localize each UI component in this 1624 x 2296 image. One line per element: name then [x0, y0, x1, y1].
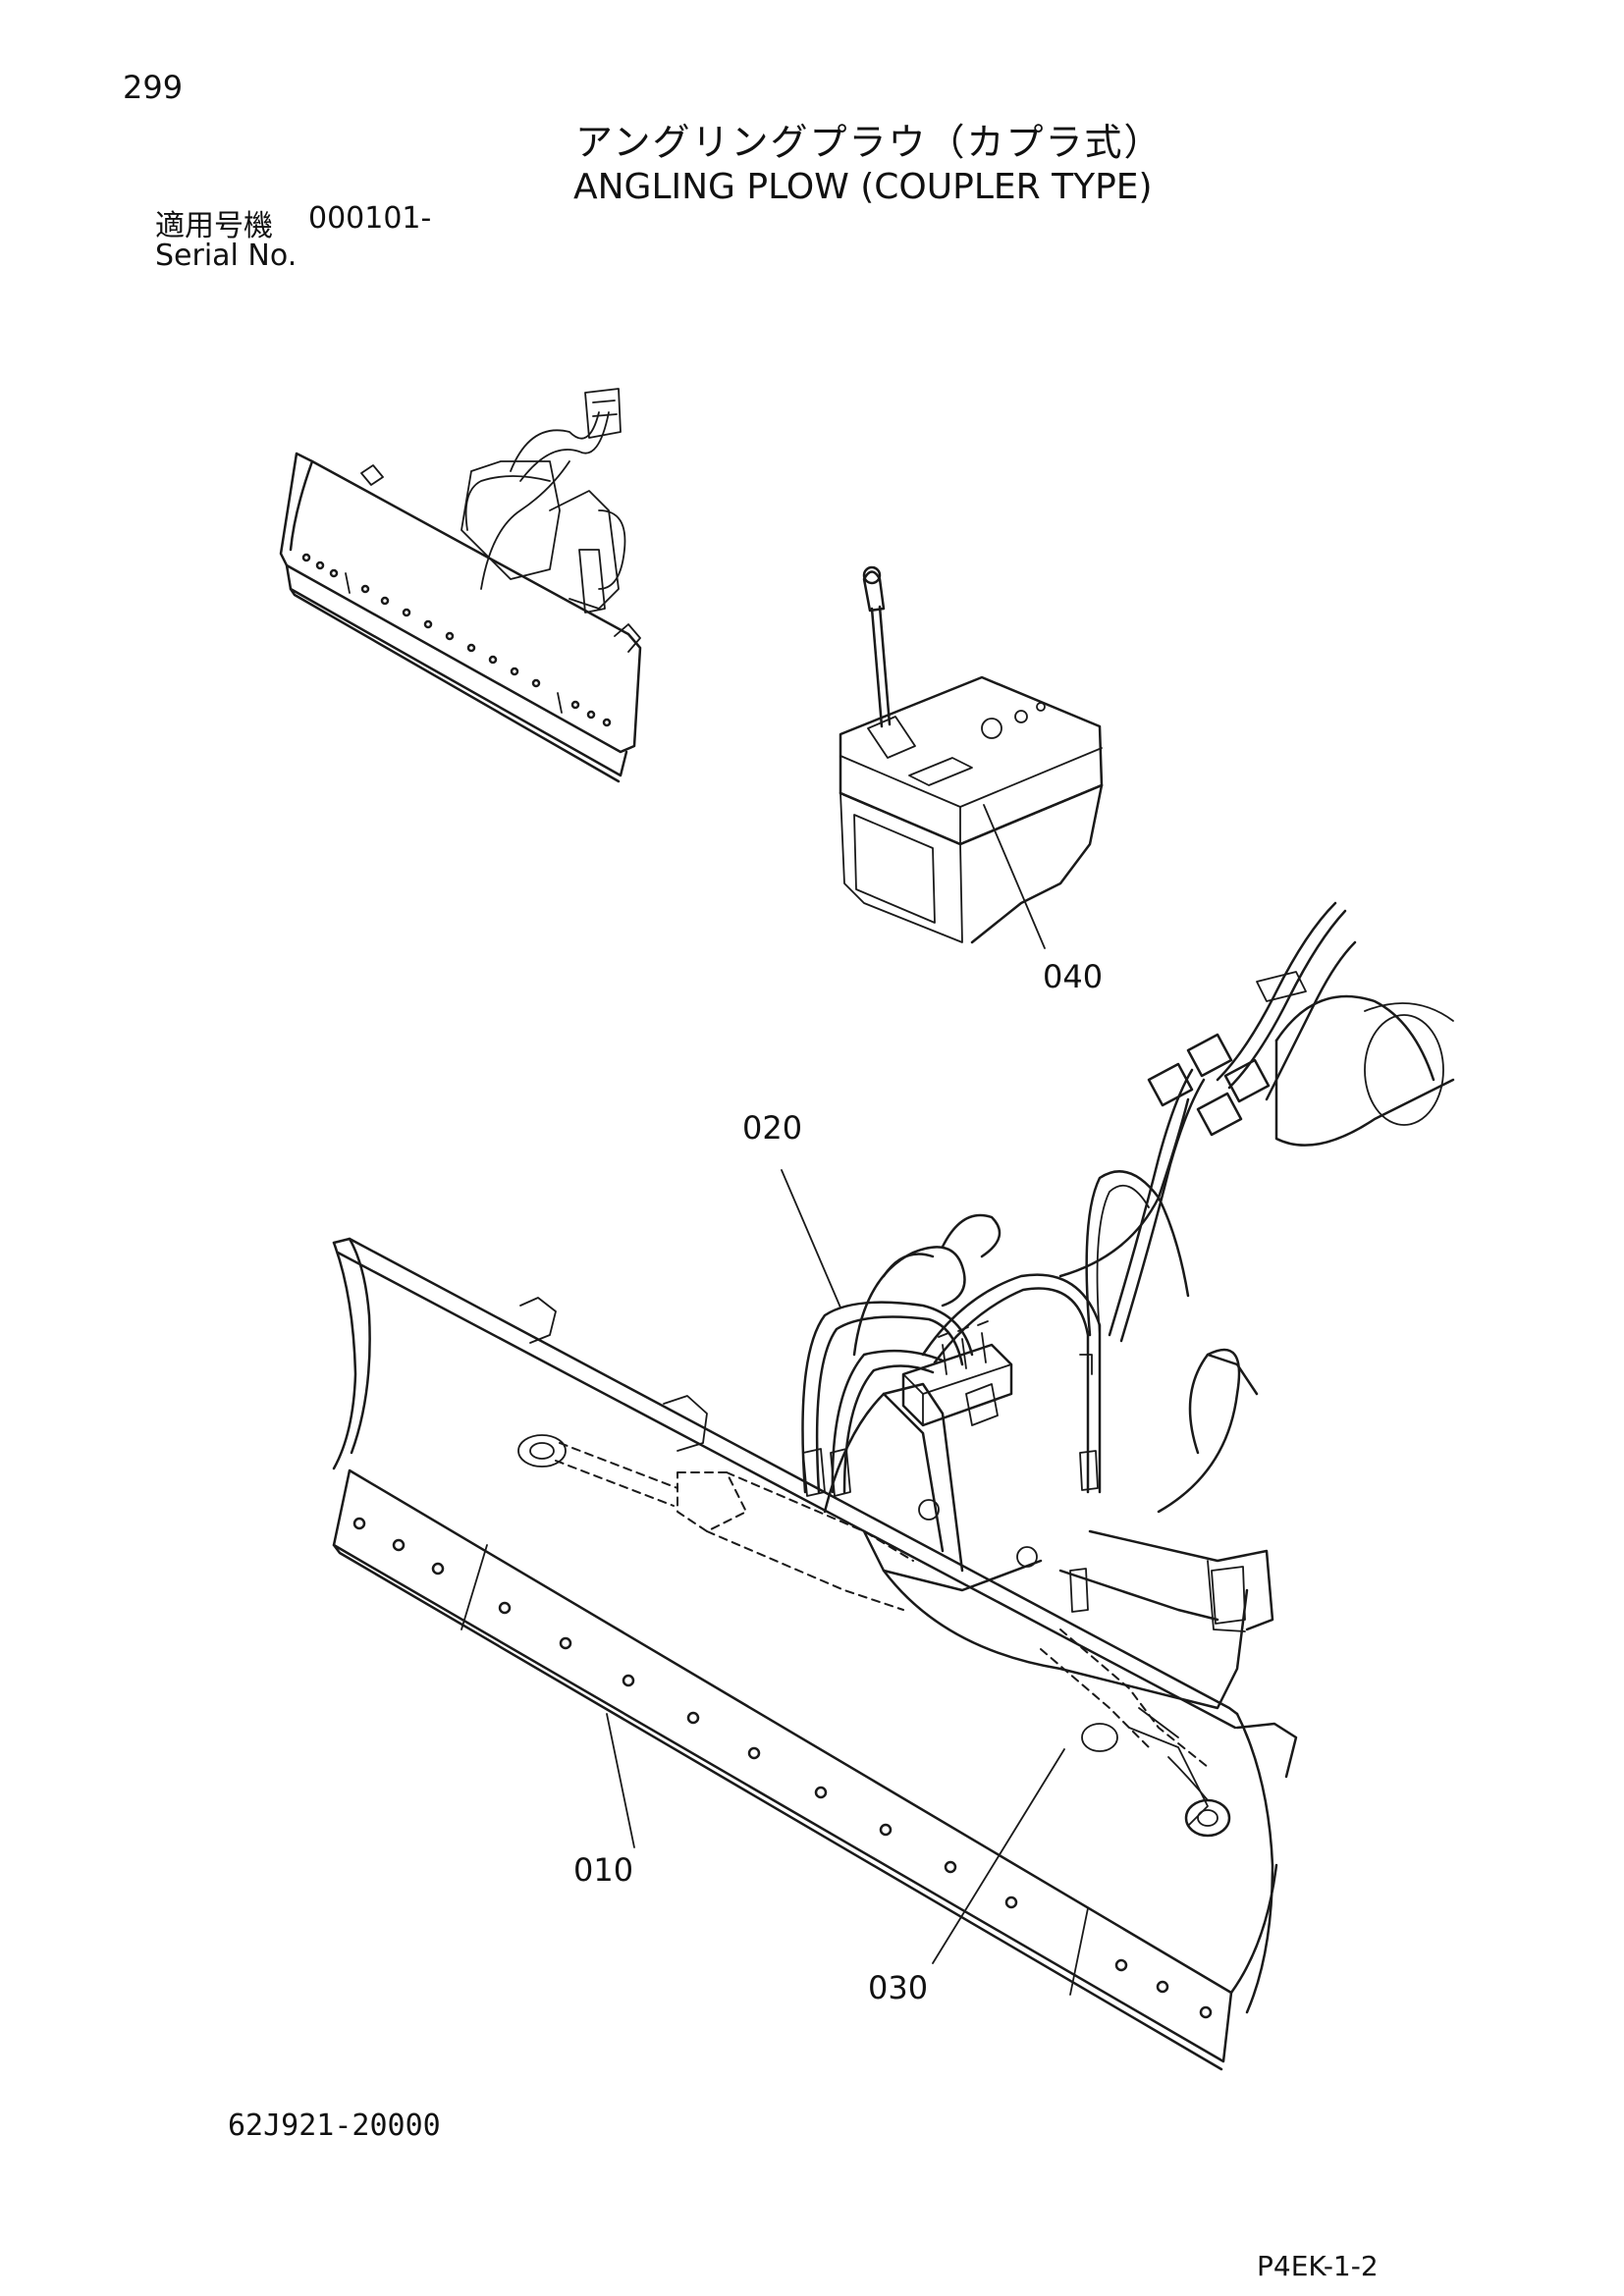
serial-label-english: Serial No.: [155, 239, 298, 273]
callout-020: 020: [742, 1109, 803, 1147]
callout-030: 030: [868, 1969, 929, 2006]
page-code: P4EK-1-2: [1257, 2250, 1379, 2282]
serial-label-japanese: 適用号機: [155, 209, 273, 243]
callout-040: 040: [1043, 958, 1104, 995]
page-number: 299: [123, 69, 184, 106]
callout-leader-lines: [606, 1169, 1065, 1964]
serial-number-value: 000101-: [308, 201, 432, 236]
overview-plow-illustration: [279, 388, 642, 783]
callout-010: 010: [573, 1851, 634, 1889]
page-title-english: ANGLING PLOW (COUPLER TYPE): [573, 167, 1153, 207]
page-title-japanese: アングリングプラウ（カプラ式）: [575, 121, 1164, 164]
control-box-illustration: [839, 565, 1104, 949]
document-code: 62J921-20000: [228, 2109, 441, 2143]
main-plow-illustration: [332, 901, 1455, 2071]
